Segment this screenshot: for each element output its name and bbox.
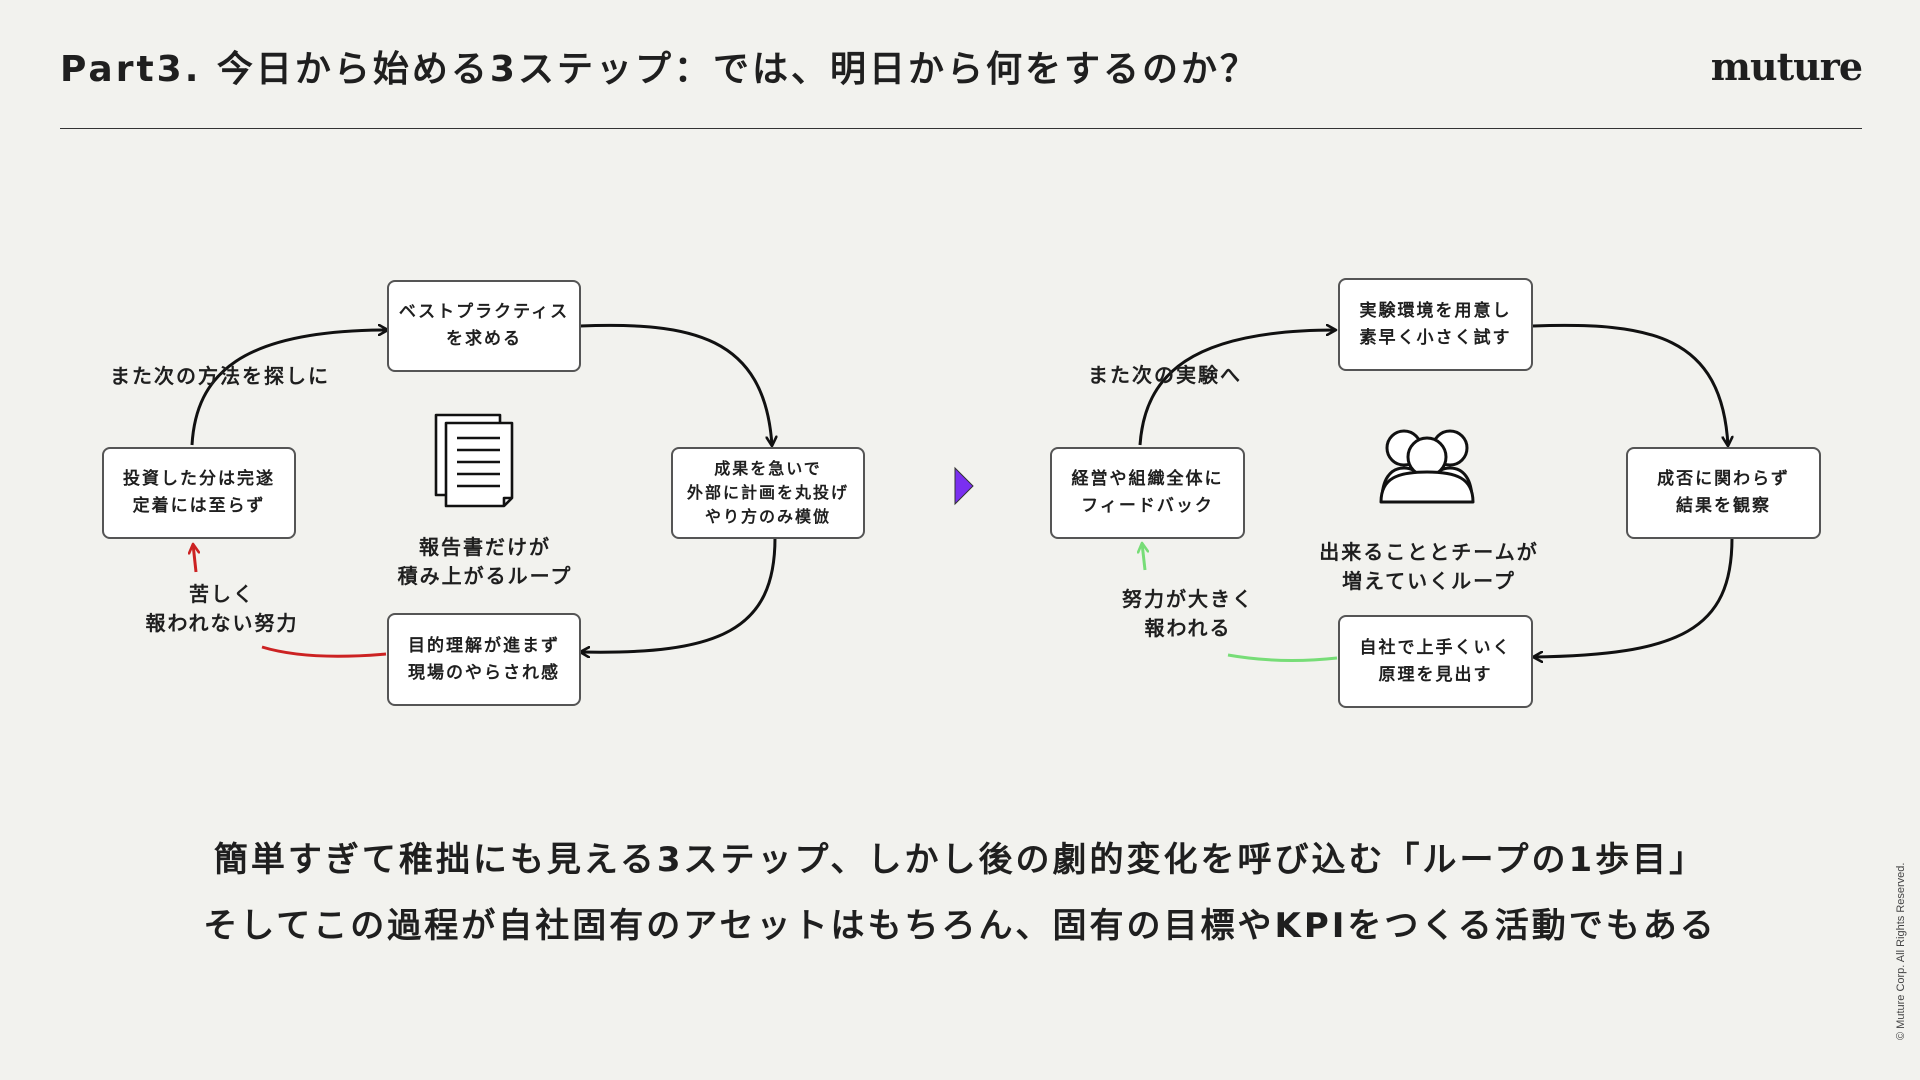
right-effort-arrow: [1142, 543, 1145, 571]
left-box-investment: 投資した分は完遂 定着には至らず: [102, 447, 296, 539]
box-line: 成否に関わらず: [1657, 469, 1790, 489]
label-line: 増えていくループ: [1342, 569, 1516, 593]
box-line: やり方のみ模倣: [704, 507, 831, 526]
label-line: 積み上がるループ: [397, 564, 573, 588]
copyright-notice: © Muture Corp. All Rights Reserved.: [1895, 862, 1907, 1040]
brand-logo: muture: [1710, 44, 1863, 89]
right-box-feedback: 経営や組織全体に フィードバック: [1050, 447, 1245, 539]
team-people-icon: [1379, 429, 1475, 504]
bottom-statement-2: そしてこの過程が自社固有のアセットはもちろん、固有の目標やKPIをつくる活動でも…: [203, 906, 1717, 946]
left-box-field-reluctance: 目的理解が進まず 現場のやらされ感: [387, 613, 581, 706]
box-line: 原理を見出す: [1378, 664, 1493, 685]
left-arrow-bottom-right: [580, 537, 777, 652]
box-line: 定着には至らず: [132, 496, 266, 516]
right-center-label: 出来ることとチームが 増えていくループ: [1298, 538, 1560, 596]
right-arrow-top-left: [1138, 330, 1336, 446]
header-divider: [60, 128, 1862, 129]
box-line: 実験環境を用意し: [1359, 300, 1512, 321]
box-line: 現場のやらされ感: [408, 662, 560, 683]
right-box-observe: 成否に関わらず 結果を観察: [1626, 447, 1821, 539]
right-arrow-top-right: [1532, 323, 1728, 446]
left-center-label: 報告書だけが 積み上がるループ: [369, 533, 601, 591]
box-line: 結果を観察: [1676, 496, 1771, 516]
right-box-principle: 自社で上手くいく 原理を見出す: [1338, 615, 1533, 708]
label-line: 報われる: [1144, 616, 1232, 640]
label-line: 出来ることとチームが: [1319, 540, 1539, 564]
box-line: 経営や組織全体に: [1071, 469, 1224, 489]
left-arrow-top-right: [579, 323, 772, 446]
box-line: フィードバック: [1081, 496, 1214, 516]
left-effort-label: 苦しく 報われない努力: [131, 580, 313, 638]
document-stack-icon: [434, 413, 514, 508]
right-arc-label: また次の実験へ: [1088, 363, 1242, 387]
left-effort-arrow: [193, 544, 196, 573]
left-effort-line: [261, 645, 387, 658]
right-arrow-bottom-right: [1533, 537, 1734, 657]
left-box-best-practice: ベストプラクティス を求める: [387, 280, 581, 372]
page-title: Part3. 今日から始める3ステップ：では、明日から何をするのか？: [60, 49, 1259, 90]
box-line: 外部に計画を丸投げ: [686, 483, 849, 502]
box-line: 素早く小さく試す: [1359, 327, 1512, 348]
label-line: 報告書だけが: [419, 535, 551, 559]
left-arc-label: また次の方法を探しに: [110, 364, 330, 388]
triangle-right-icon: [954, 466, 974, 506]
box-line: ベストプラクティス: [398, 302, 570, 322]
label-line: 苦しく: [189, 582, 255, 606]
right-box-experiment: 実験環境を用意し 素早く小さく試す: [1338, 278, 1533, 371]
box-line: 自社で上手くいく: [1359, 637, 1512, 658]
right-effort-label: 努力が大きく 報われる: [1102, 585, 1274, 643]
right-effort-line: [1227, 653, 1338, 662]
bottom-statement-1: 簡単すぎて稚拙にも見える3ステップ、しかし後の劇的変化を呼び込む「ループの1歩目…: [213, 840, 1707, 880]
label-line: 努力が大きく: [1122, 587, 1254, 611]
left-box-outsourcing: 成果を急いで 外部に計画を丸投げ やり方のみ模倣: [671, 447, 865, 539]
box-line: 目的理解が進まず: [408, 635, 560, 656]
box-line: を求める: [446, 329, 522, 349]
left-arrow-top-left: [190, 330, 388, 446]
label-line: 報われない努力: [145, 611, 299, 635]
box-line: 投資した分は完遂: [123, 469, 275, 489]
box-line: 成果を急いで: [714, 459, 822, 478]
